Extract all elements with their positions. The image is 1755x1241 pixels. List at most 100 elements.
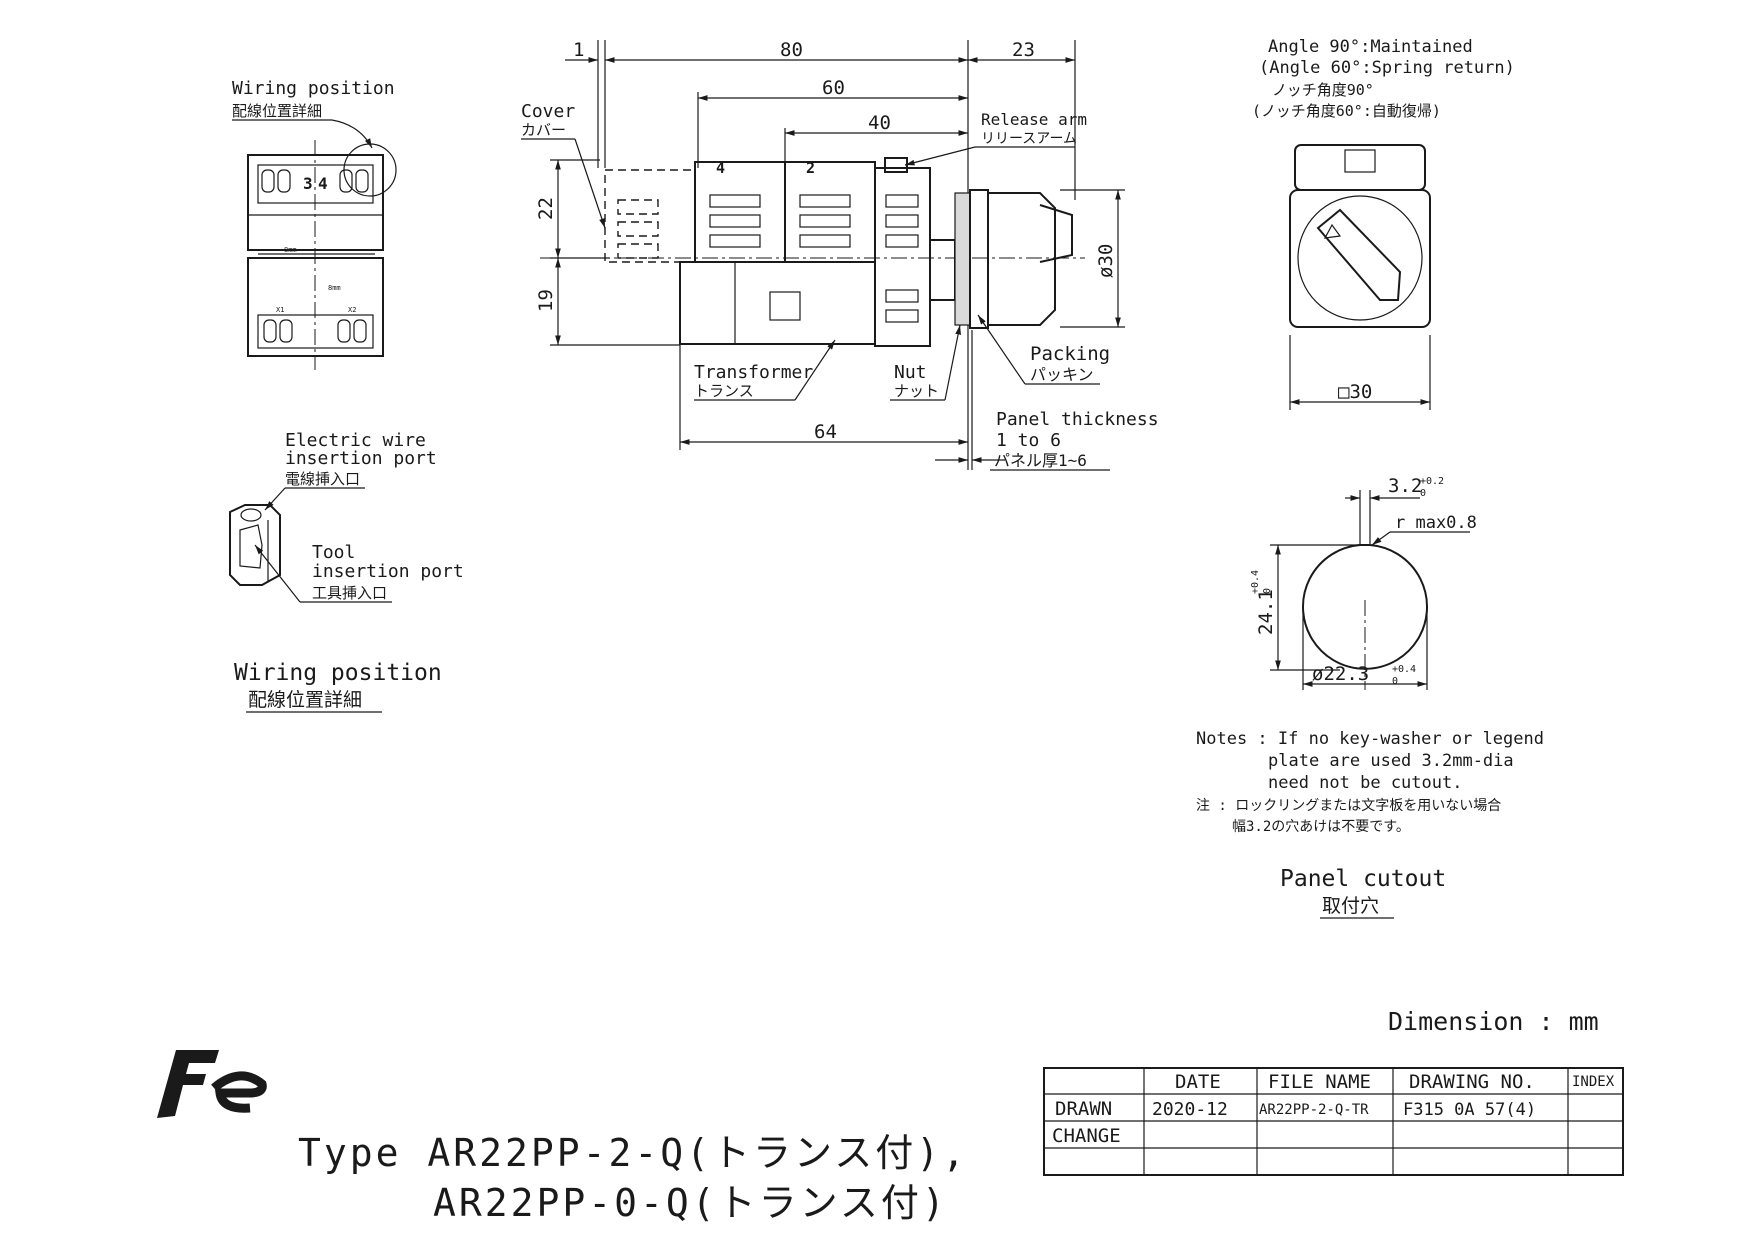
nut-label-en: Nut	[894, 362, 927, 383]
terminal-slot	[709, 234, 761, 248]
cutout-height-tol-lower: 0	[1262, 588, 1273, 594]
tool-port-en-1: Tool	[312, 542, 355, 563]
dim-d30: ø30	[1095, 244, 1117, 278]
cover-detail	[617, 243, 659, 259]
title-block: DATE FILE NAME DRAWING NO. INDEX DRAWN 2…	[1043, 1067, 1624, 1176]
angle-ja-2: (ノッチ角度60°:自動復帰)	[1252, 102, 1441, 120]
angle-ja-1: ノッチ角度90°	[1272, 81, 1374, 99]
terminal-slot	[885, 289, 919, 303]
terminal-screw	[277, 169, 291, 193]
terminal-screw	[339, 169, 353, 193]
nut-label-ja: ナット	[894, 382, 939, 400]
release-arm	[884, 157, 908, 173]
terminal-slot	[885, 234, 919, 248]
wire-port-en-2: insertion port	[285, 448, 437, 469]
title-line2: AR22PP-0-Q(トランス付)	[433, 1181, 948, 1225]
release-tab	[1344, 149, 1376, 173]
cutout-radius: r max0.8	[1395, 513, 1477, 533]
transformer-label-ja: トランス	[694, 382, 754, 400]
dim-19: 19	[535, 289, 557, 312]
block-4-label: 4	[716, 159, 725, 177]
cutout-outline	[1302, 544, 1428, 670]
transformer-label-en: Transformer	[694, 362, 813, 383]
terminal-slot	[709, 214, 761, 228]
port-caption-en: Wiring position	[234, 660, 442, 686]
bezel	[969, 189, 989, 329]
terminal-screw	[279, 319, 293, 343]
logo-e-letter	[211, 1071, 267, 1113]
cover-outline	[604, 169, 696, 263]
wiring-detail-view: Wiring position 配線位置詳細 3 4 8mm 8mm X1 X2	[232, 78, 397, 370]
dim-22: 22	[535, 197, 557, 220]
transformer-body	[679, 261, 876, 345]
terminal-screw	[263, 319, 277, 343]
release-arm-label-en: Release arm	[981, 110, 1087, 129]
header-index: INDEX	[1572, 1074, 1615, 1090]
header-date: DATE	[1175, 1071, 1221, 1093]
terminal-slot	[885, 214, 919, 228]
cutout-caption-ja: 取付穴	[1322, 895, 1379, 917]
nut-leader	[944, 324, 961, 401]
panel-thickness-en-1: Panel thickness	[996, 409, 1159, 430]
knob-lever	[1316, 208, 1402, 301]
logo-f-letter	[157, 1050, 219, 1118]
dimension-unit: Dimension : mm	[1388, 1007, 1599, 1036]
terminal-x1-label: X1	[276, 306, 284, 314]
cutout-diameter-tol-upper: +0.4	[1392, 664, 1416, 675]
header-file-name: FILE NAME	[1268, 1071, 1371, 1093]
terminal-slot	[799, 214, 851, 228]
terminal-screw	[355, 169, 369, 193]
notes-en-3: need not be cutout.	[1268, 773, 1462, 793]
terminal-x2-label: X2	[348, 306, 356, 314]
tool-port-opening	[239, 524, 263, 569]
cover-label-en: Cover	[521, 101, 575, 122]
tool-port-ja: 工具挿入口	[312, 584, 387, 602]
angle-en-2: (Angle 60°:Spring return)	[1259, 58, 1515, 78]
cover-leader	[574, 138, 606, 229]
knob-indicator-icon	[1323, 223, 1342, 239]
fe-logo	[157, 1050, 267, 1118]
tool-port-leader	[254, 544, 301, 603]
row-change-label: CHANGE	[1052, 1125, 1121, 1147]
cover-detail	[617, 199, 659, 215]
port-caption-ja: 配線位置詳細	[248, 689, 362, 711]
packing-label-ja: パッキン	[1030, 365, 1094, 384]
front-top-housing	[1294, 144, 1426, 191]
dim-23: 23	[1012, 39, 1035, 61]
wire-port-en-1: Electric wire	[285, 430, 426, 451]
dim-40: 40	[868, 112, 891, 134]
terminal-slot	[799, 194, 851, 208]
panel-thickness-ja: パネル厚1~6	[994, 451, 1087, 470]
cover-label-ja: カバー	[521, 121, 566, 139]
wiring-callout-ja: 配線位置詳細	[232, 102, 322, 120]
cutout-height-tol-upper: +0.4	[1250, 570, 1261, 594]
terminal-slot	[709, 194, 761, 208]
cutout-width-dim: 3.2	[1388, 475, 1422, 497]
panel-thickness-en-2: 1 to 6	[996, 430, 1061, 451]
angle-en-1: Angle 90°:Maintained	[1268, 37, 1473, 57]
front-view: Angle 90°:Maintained (Angle 60°:Spring r…	[1252, 37, 1515, 410]
block-2-label: 2	[806, 159, 815, 177]
terminal-slot	[885, 309, 919, 323]
port-detail-view: Electric wire insertion port 電線挿入口 Tool …	[229, 430, 464, 713]
nut	[954, 192, 971, 326]
terminal-4-label: 4	[318, 174, 328, 193]
row-drawn-date: 2020-12	[1152, 1099, 1228, 1120]
terminal-slot	[885, 194, 919, 208]
dim-square-30: □30	[1338, 381, 1372, 403]
cutout-diameter-dim: ø22.3	[1312, 663, 1369, 685]
notes-ja-1: 注 : ロックリングまたは文字板を用いない場合	[1196, 798, 1501, 814]
release-arm-leader	[904, 146, 976, 166]
terminal-screw	[261, 169, 275, 193]
cutout-height-dim: 24.1	[1255, 589, 1277, 635]
row-drawn-label: DRAWN	[1055, 1098, 1112, 1120]
side-view: 1 80 23 60 40 64 22 19 ø30 4 2	[521, 39, 1159, 471]
terminal-slot	[799, 234, 851, 248]
wire-port-leader	[264, 487, 286, 511]
stem	[929, 239, 956, 301]
release-arm-label-ja: リリースアーム	[981, 131, 1077, 147]
packing-label-en: Packing	[1030, 343, 1110, 365]
wire-port-opening	[240, 508, 262, 522]
row-drawn-drawing-no: F315 0A 57(4)	[1403, 1100, 1536, 1120]
notes-en-1: Notes : If no key-washer or legend	[1196, 729, 1544, 749]
